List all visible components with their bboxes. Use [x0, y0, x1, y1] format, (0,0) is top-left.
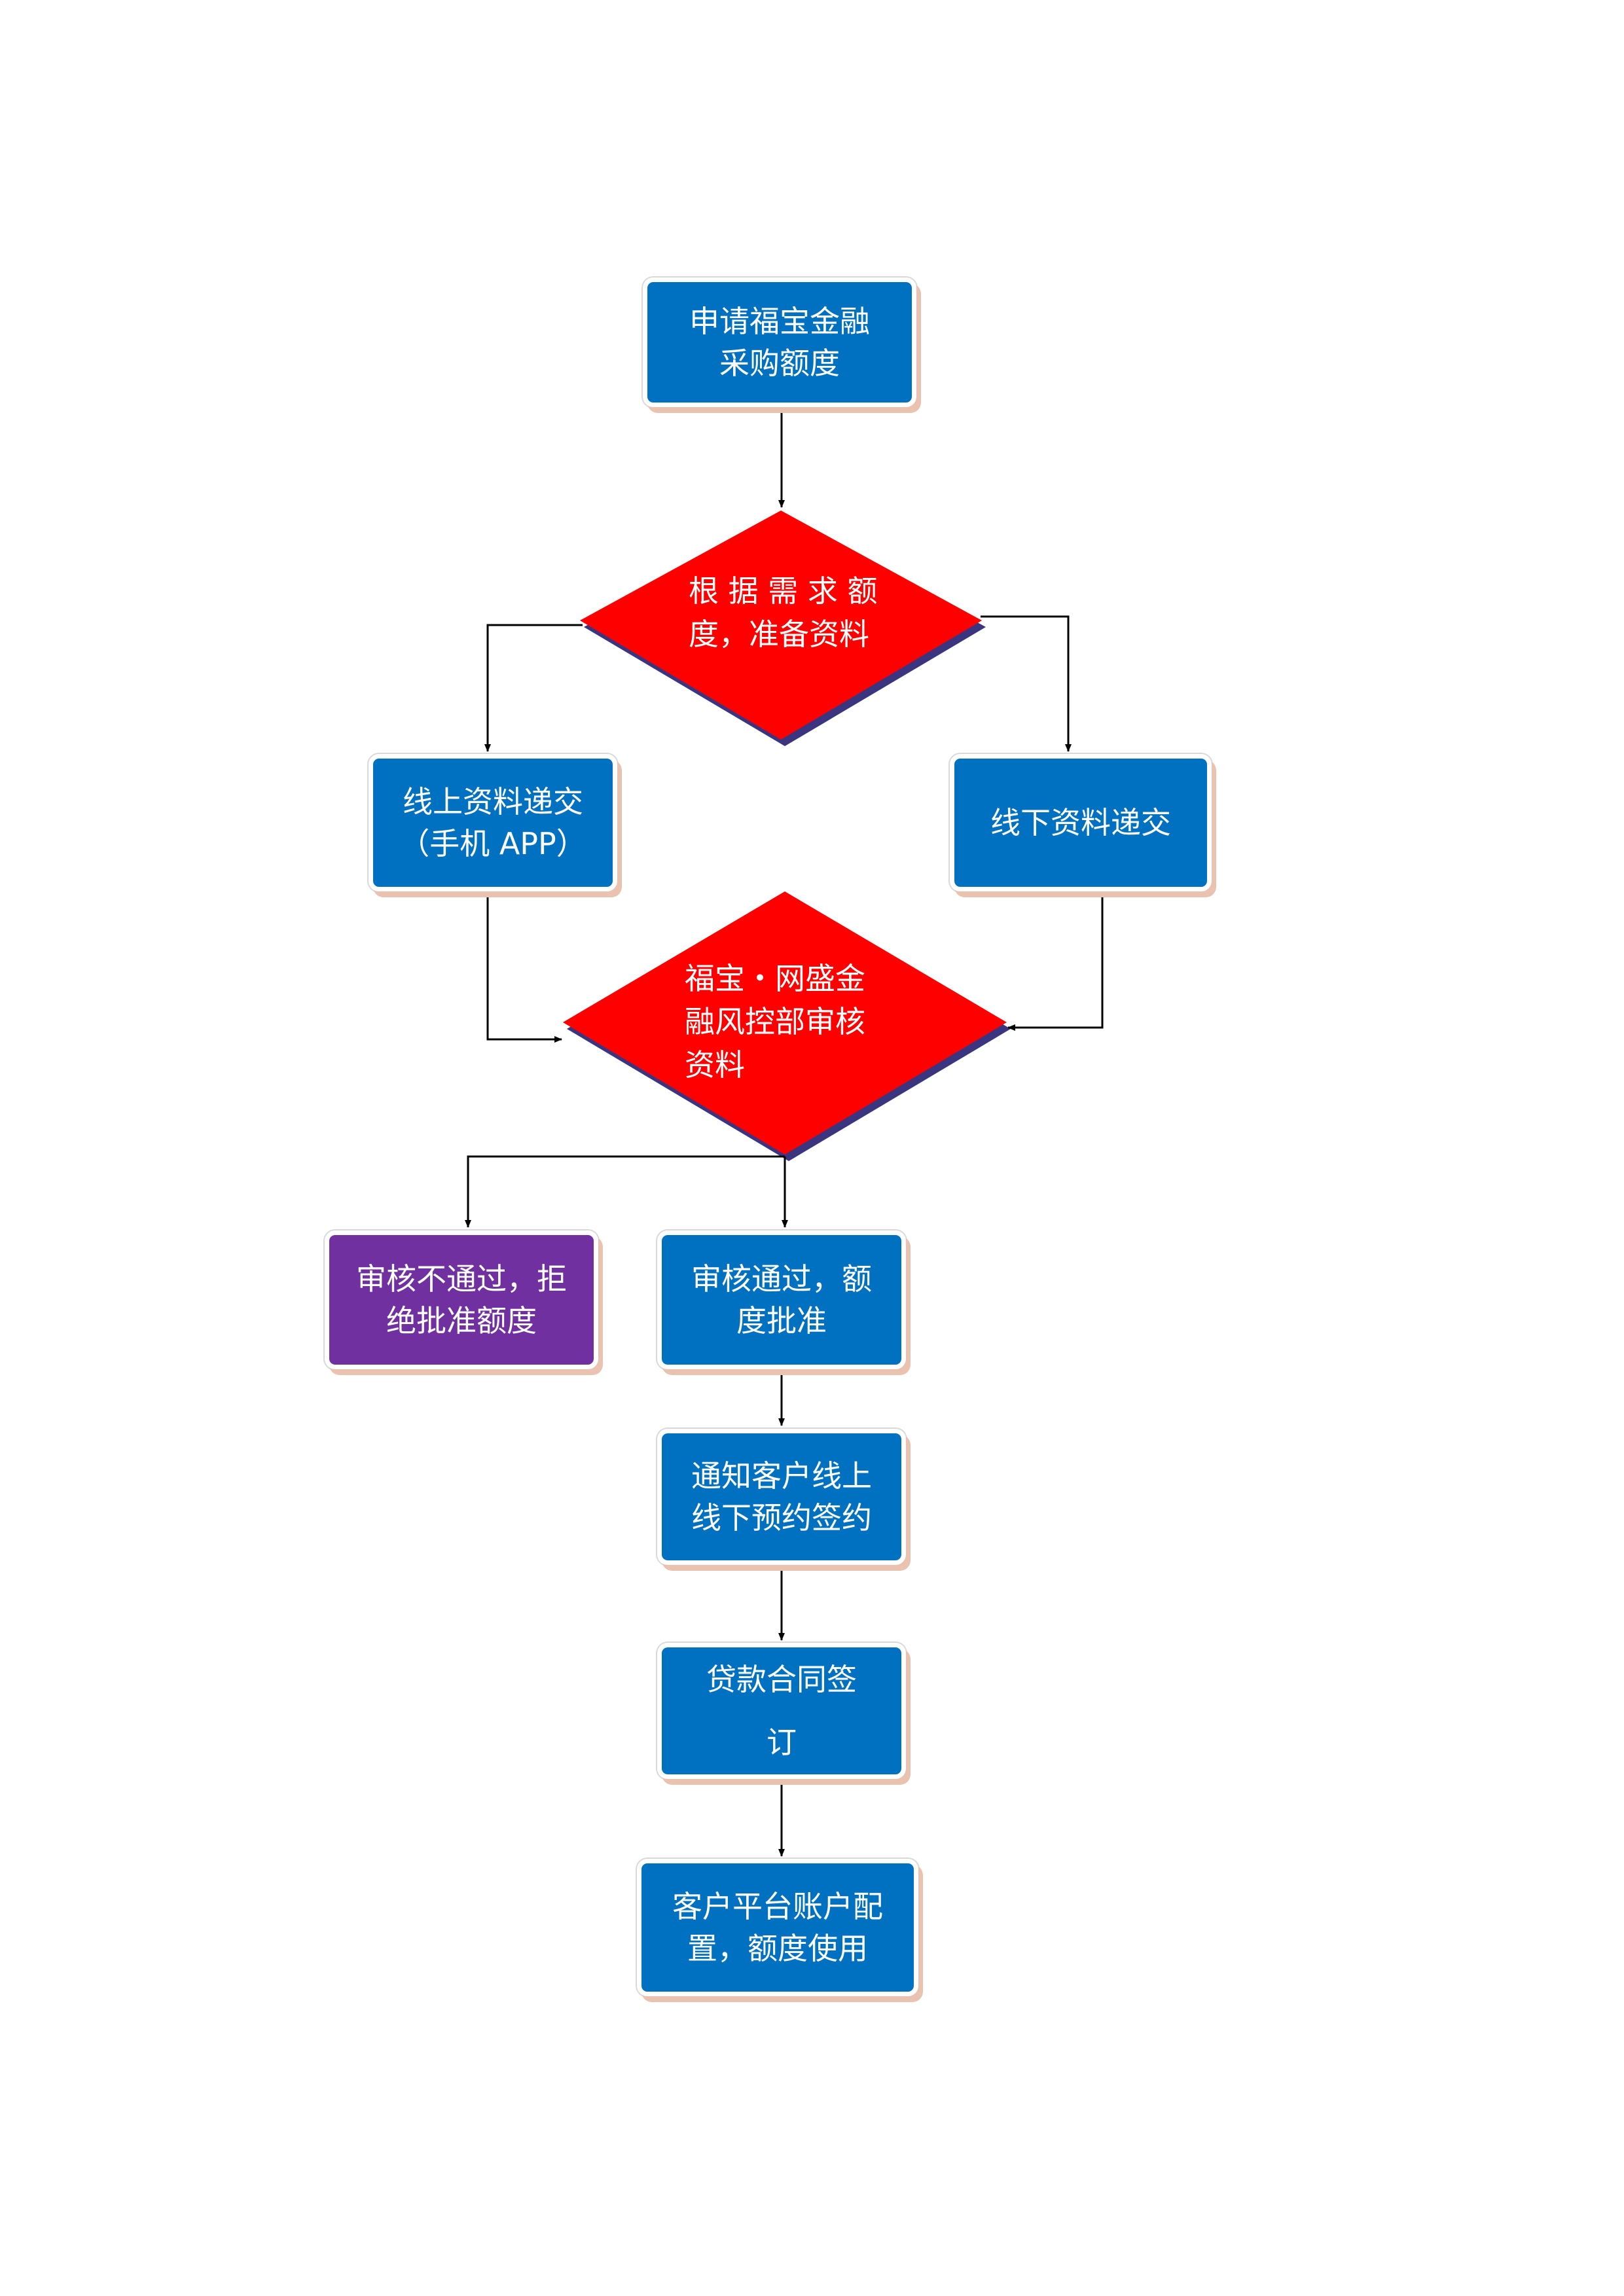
- arrow-online-to-review: [486, 893, 562, 1043]
- arrow-offline-to-review: [1007, 893, 1104, 1031]
- online-submission-box: 线上资料递交 （手机 APP）: [369, 754, 617, 891]
- prepare-decision-label: 根 据 需 求 额 度，准备资料: [689, 573, 878, 652]
- prepare-decision-diamond: [580, 511, 982, 740]
- account-configuration-box: 客户平台账户配 置，额度使用: [637, 1859, 918, 1996]
- contract-signing-box: 贷款合同签 订: [657, 1643, 906, 1779]
- notify-customer-box: 通知客户线上 线下预约签约: [657, 1429, 906, 1565]
- apply-quota-box: 申请福宝金融 采购额度: [643, 278, 916, 407]
- review-decision-label: 福宝・网盛金 融风控部审核 资料: [685, 961, 865, 1083]
- review-approved-box: 审核通过，额 度批准: [657, 1230, 906, 1369]
- offline-submission-box: 线下资料递交: [950, 754, 1212, 891]
- arrow-prepare-to-online: [484, 624, 583, 752]
- arrow-review-to-rejected: [465, 1155, 785, 1228]
- review-rejected-box: 审核不通过，拒 绝批准额度: [325, 1230, 598, 1369]
- review-decision-diamond: [563, 891, 1007, 1155]
- arrow-prepare-to-offline: [981, 615, 1072, 752]
